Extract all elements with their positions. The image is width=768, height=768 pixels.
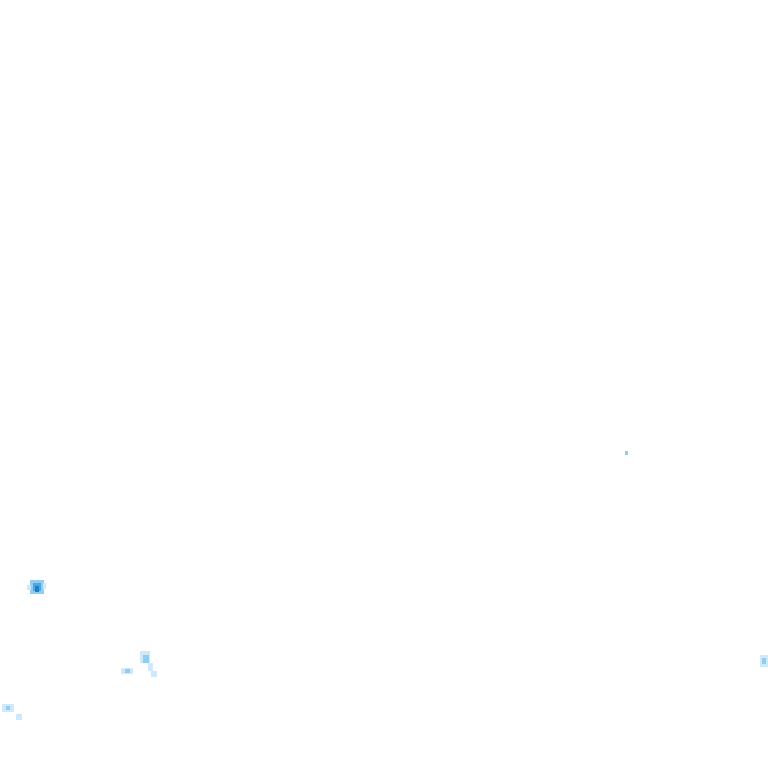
blob-cell [625, 451, 628, 455]
blob-cell [143, 655, 149, 663]
blob-cell [43, 583, 46, 589]
blob-right-edge [760, 655, 768, 667]
blob-speck [625, 451, 628, 455]
blob-lower-middle [121, 651, 157, 677]
blob-cell [151, 671, 157, 677]
blob-cell [148, 663, 153, 671]
blob-left-strong [27, 580, 46, 594]
blob-cell [6, 706, 10, 710]
blob-cell [762, 658, 766, 664]
blob-cell [35, 586, 39, 592]
blob-cell [16, 714, 22, 720]
blob-cell [125, 669, 130, 673]
blob-cell [27, 585, 31, 590]
blob-bottom-left [2, 704, 22, 720]
